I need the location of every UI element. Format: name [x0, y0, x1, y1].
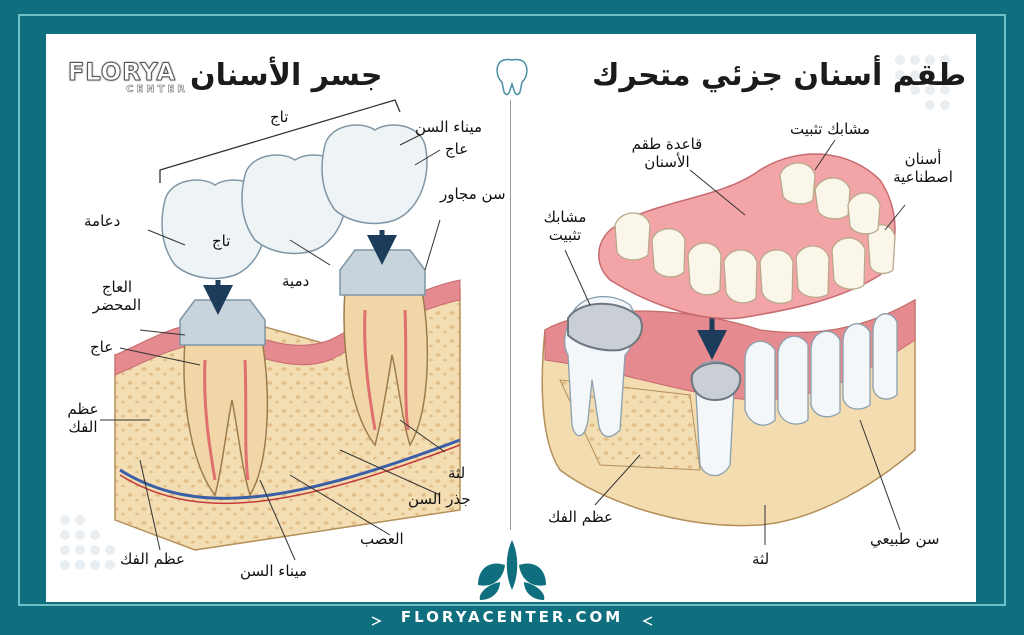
logo-name: FLORYA: [68, 58, 177, 87]
label-dentin: عاج: [90, 338, 114, 356]
outer-frame: [18, 14, 1006, 606]
label-abutment: دعامة: [84, 212, 121, 230]
left-prepared-stump: [179, 299, 266, 346]
label-crown: تاج: [212, 232, 231, 250]
center-divider: [510, 100, 511, 530]
leaf-emblem-icon: [478, 540, 546, 600]
label-enamel-top: ميناء السن: [415, 118, 483, 136]
label-clasps-top: مشابك تثبيت: [790, 120, 871, 138]
label-jaw-bone-left: عظم الفك: [67, 400, 99, 436]
clasp-left: [567, 302, 643, 352]
label-root: جذر السن: [408, 490, 471, 508]
footer-url[interactable]: FLORYACENTER.COM: [400, 608, 624, 626]
right-prepared-stump: [339, 249, 426, 296]
florya-logo: FLORYA CENTER: [68, 58, 188, 96]
clasp-right: [690, 362, 742, 402]
right-title: طقم أسنان جزئي متحرك: [592, 58, 967, 93]
label-neighbor-tooth: سن مجاور: [440, 185, 506, 203]
label-crown-top: تاج: [270, 108, 289, 126]
label-denture-base: قاعدة طقم الأسنان: [631, 135, 703, 171]
crown-bracket: [159, 99, 401, 183]
label-jaw-bone-bottom: عظم الفك: [120, 550, 185, 568]
partial-denture-diagram: [541, 139, 916, 545]
label-dentin-top: عاج: [445, 140, 469, 158]
label-enamel-bottom: ميناء السن: [240, 562, 308, 580]
tooth-logo-icon: [496, 58, 528, 96]
left-title: جسر الأسنان: [190, 58, 383, 93]
label-gum-left: لثة: [448, 464, 466, 482]
bridge-pontic: [241, 154, 348, 255]
bridge-crown-right: [321, 124, 428, 225]
label-jaw-bone-right: عظم الفك: [548, 508, 613, 526]
label-pontic: دمية: [282, 272, 310, 290]
label-natural-tooth: سن طبيعي: [870, 530, 940, 548]
label-prepared-dentin: العاج المحضر: [92, 278, 142, 314]
label-artificial-teeth: أسنان اصطناعية: [893, 150, 953, 186]
label-clasps-left: مشابك تثبيت: [543, 208, 587, 244]
label-nerve: العصب: [360, 530, 404, 548]
label-gum-right: لثة: [752, 550, 770, 568]
decor-dots-left: [60, 515, 115, 570]
bridge-diagram: [100, 99, 461, 561]
nerve-line: [119, 438, 461, 500]
logo-sub: CENTER: [126, 84, 188, 96]
decor-dots-right: [895, 55, 950, 110]
